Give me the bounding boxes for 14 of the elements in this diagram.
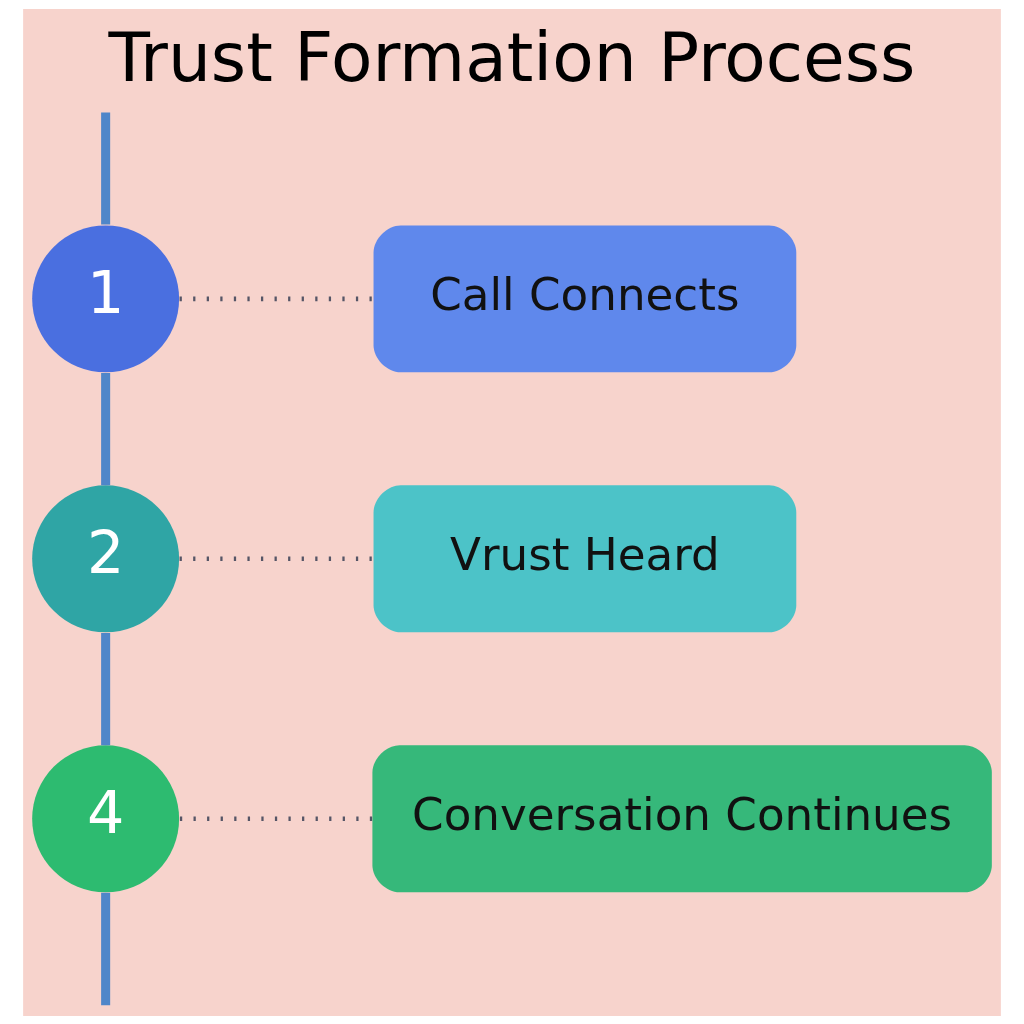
connector (179, 816, 373, 821)
node-box: Vrust Heard (373, 484, 797, 632)
diagram-title: Trust Formation Process (108, 17, 916, 97)
connector (179, 296, 373, 301)
node-circle: 2 (32, 484, 180, 632)
node-circle: 4 (32, 744, 180, 892)
connector (101, 892, 111, 1005)
node-circle: 1 (32, 224, 180, 372)
connector (179, 556, 373, 561)
connector (101, 372, 111, 485)
connector (101, 112, 111, 225)
connector (101, 632, 111, 745)
node-box: Call Connects (373, 224, 797, 372)
node-box: Conversation Continues (372, 744, 992, 892)
